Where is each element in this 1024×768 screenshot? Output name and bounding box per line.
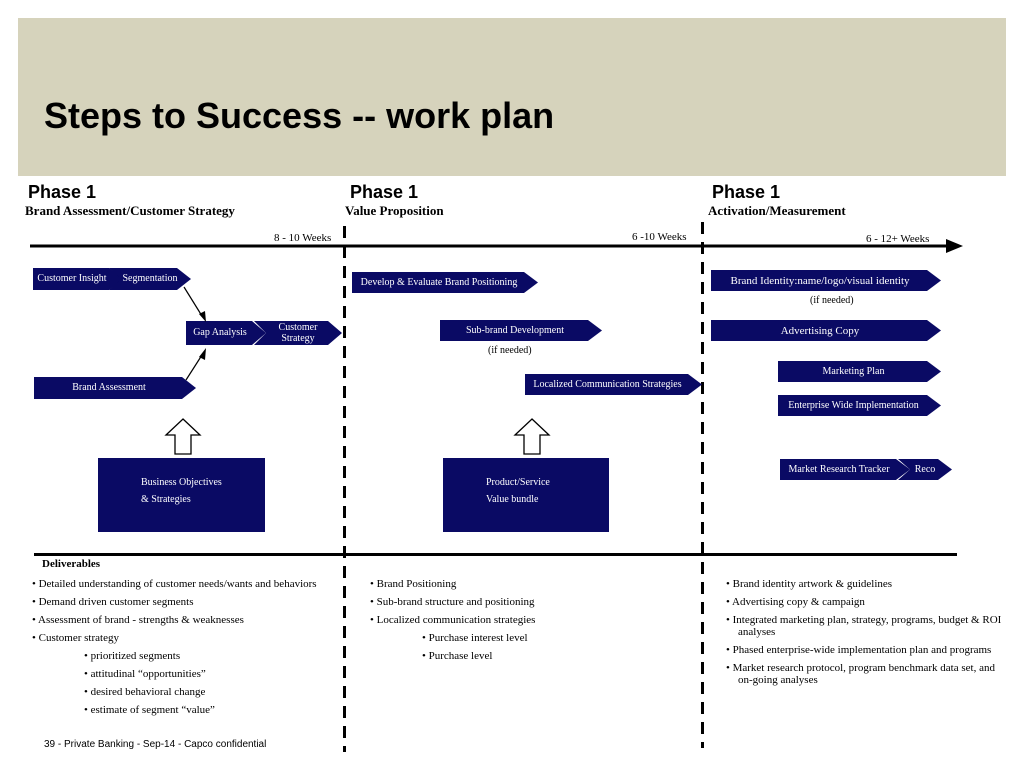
deliverable-item: • Integrated marketing plan, strategy, p… <box>726 614 1002 638</box>
phase-divider-1 <box>343 226 346 752</box>
customer-insight-step: Customer Insight <box>33 268 123 290</box>
marketing-plan-step: Marketing Plan <box>778 361 941 382</box>
deliverable-item: • Brand identity artwork & guidelines <box>726 578 893 590</box>
phase-2-subtitle: Value Proposition <box>345 203 444 218</box>
deliverables-col-1: • Detailed understanding of customer nee… <box>32 578 332 722</box>
customer-strategy-step: Customer Strategy <box>254 321 342 345</box>
localized-comm-step: Localized Communication Strategies <box>525 374 702 395</box>
deliverable-item: • Phased enterprise-wide implementation … <box>726 644 992 656</box>
deliverable-item: • Brand Positioning <box>370 578 457 590</box>
advertising-copy-step: Advertising Copy <box>711 320 941 341</box>
timeline-arrow <box>30 239 963 253</box>
deliverable-subitem: • prioritized segments <box>84 650 181 662</box>
brand-identity-step: Brand Identity:name/logo/visual identity <box>711 270 941 291</box>
phase-divider-2 <box>701 222 704 748</box>
deliverable-item: • Assessment of brand - strengths & weak… <box>32 614 244 626</box>
sub-brand-step: Sub-brand Development <box>440 320 602 341</box>
deliverables-heading: Deliverables <box>42 558 101 570</box>
phase-2-duration: 6 -10 Weeks <box>632 231 687 243</box>
phase-3-duration: 6 - 12+ Weeks <box>866 233 930 245</box>
phase-1-title: Phase 1 <box>28 182 97 202</box>
brand-identity-note: (if needed) <box>810 295 854 306</box>
deliverable-item: • Advertising copy & campaign <box>726 596 865 608</box>
deliverable-subitem: • desired behavioral change <box>84 686 206 698</box>
brand-assessment-step: Brand Assessment <box>34 377 196 399</box>
business-objectives-line-2: & Strategies <box>141 494 191 505</box>
flow-arrows <box>183 286 206 381</box>
gap-analysis-step: Gap Analysis <box>186 321 266 345</box>
business-objectives-line-1: Business Objectives <box>141 477 222 488</box>
phase-2-title: Phase 1 <box>350 182 419 202</box>
enterprise-wide-step: Enterprise Wide Implementation <box>778 395 941 416</box>
deliverable-subitem: • attitudinal “opportunities” <box>84 668 206 680</box>
product-service-line-1: Product/Service <box>486 477 550 488</box>
deliverable-item: • Customer strategy <box>32 632 119 644</box>
phase-1-duration: 8 - 10 Weeks <box>274 232 332 244</box>
sub-brand-note: (if needed) <box>488 345 532 356</box>
deliverable-item: • Detailed understanding of customer nee… <box>32 578 317 590</box>
phase-3-title: Phase 1 <box>712 182 781 202</box>
slide-title: Steps to Success -- work plan <box>44 95 555 136</box>
input-up-arrow-1 <box>164 418 202 455</box>
reco-step: Reco <box>898 459 952 480</box>
deliverable-item: • Localized communication strategies <box>370 614 536 626</box>
phase-3-subtitle: Activation/Measurement <box>708 203 846 218</box>
phase-1-subtitle: Brand Assessment/Customer Strategy <box>25 203 235 218</box>
deliverables-col-2: • Brand Positioning • Sub-brand structur… <box>370 578 690 668</box>
deliverable-item: • Market research protocol, program benc… <box>726 662 995 686</box>
deliverable-subitem: • Purchase interest level <box>422 632 528 644</box>
deliverables-divider <box>34 553 957 556</box>
business-objectives-box: Business Objectives & Strategies <box>98 458 265 532</box>
deliverable-subitem: • estimate of segment “value” <box>84 704 215 716</box>
deliverable-item: • Demand driven customer segments <box>32 596 194 608</box>
market-research-step: Market Research Tracker <box>780 459 910 480</box>
deliverable-item: • Sub-brand structure and positioning <box>370 596 535 608</box>
deliverable-subitem: • Purchase level <box>422 650 493 662</box>
title-band <box>18 18 1006 176</box>
input-up-arrow-2 <box>513 418 551 455</box>
develop-evaluate-step: Develop & Evaluate Brand Positioning <box>352 272 538 293</box>
slide-footer: 39 - Private Banking - Sep-14 - Capco co… <box>44 739 267 750</box>
product-service-box: Product/Service Value bundle <box>443 458 609 532</box>
segmentation-step: Segmentation <box>109 268 191 290</box>
product-service-line-2: Value bundle <box>486 494 539 505</box>
deliverables-col-3: • Brand identity artwork & guidelines • … <box>726 578 1006 692</box>
